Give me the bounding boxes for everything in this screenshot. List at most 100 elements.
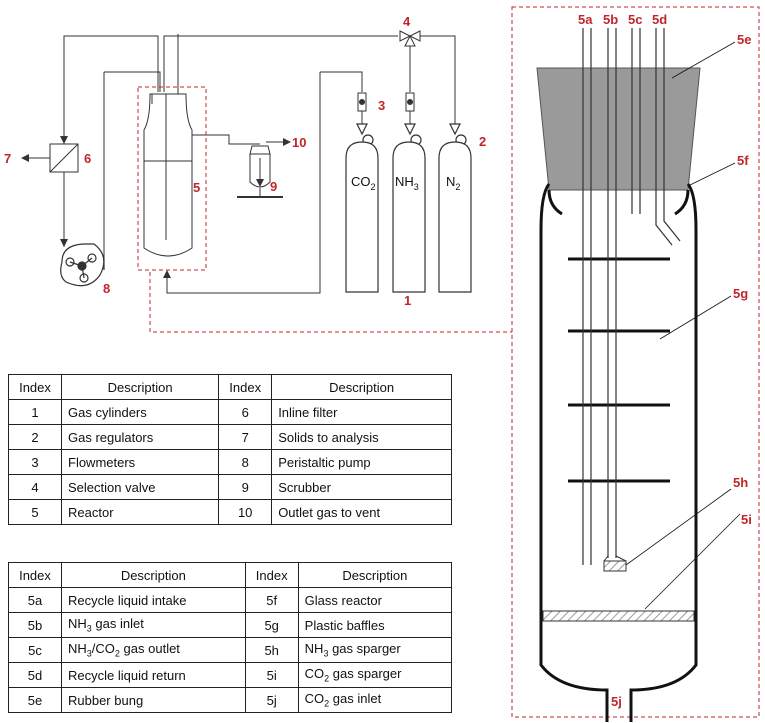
- table-row: 5a Recycle liquid intake 5f Glass reacto…: [8, 587, 453, 613]
- row-index: 5d: [8, 662, 62, 688]
- table-row: 1 Gas cylinders 6 Inline filter: [8, 399, 452, 425]
- row-index: 1: [8, 399, 62, 425]
- row-index: 5e: [8, 687, 62, 713]
- glass-reactor-neck: [547, 189, 690, 216]
- label-5e: 5e: [737, 32, 751, 47]
- table-header-row: Index Description Index Description: [8, 374, 452, 400]
- reactor-small: [137, 86, 207, 271]
- label-8: 8: [103, 281, 110, 296]
- row-index: 10: [218, 499, 273, 525]
- table-row: 4 Selection valve 9 Scrubber: [8, 474, 452, 500]
- row-description: CO2 gas sparger: [297, 662, 453, 688]
- row-description: Gas cylinders: [60, 399, 220, 425]
- row-index: 4: [8, 474, 62, 500]
- label-9: 9: [270, 179, 277, 194]
- header-description: Description: [61, 562, 246, 588]
- label-5i: 5i: [741, 512, 752, 527]
- cylinder-n2-label: N2: [446, 174, 460, 192]
- row-description: Plastic baffles: [297, 612, 453, 638]
- label-5b: 5b: [603, 12, 618, 27]
- header-index: Index: [244, 562, 299, 588]
- row-description: Inline filter: [271, 399, 452, 425]
- label-5a: 5a: [578, 12, 593, 27]
- selection-valve: [399, 30, 421, 47]
- row-description: Recycle liquid return: [61, 662, 246, 688]
- row-description: CO2 gas inlet: [297, 687, 453, 713]
- row-index: 6: [218, 399, 273, 425]
- row-index: 5a: [8, 587, 62, 613]
- legend-table-process: Index Description Index Description 1 Ga…: [8, 374, 452, 525]
- inline-filter: [49, 143, 79, 173]
- row-index: 9: [218, 474, 273, 500]
- table-row: 3 Flowmeters 8 Peristaltic pump: [8, 449, 452, 475]
- row-index: 3: [8, 449, 62, 475]
- row-description: Glass reactor: [297, 587, 453, 613]
- label-6: 6: [84, 151, 91, 166]
- row-index: 5j: [244, 687, 299, 713]
- co2-sparger: [542, 610, 695, 622]
- row-index: 7: [218, 424, 273, 450]
- table-row: 2 Gas regulators 7 Solids to analysis: [8, 424, 452, 450]
- reactor-tubes: [582, 28, 681, 565]
- table-row: 5b NH3 gas inlet 5g Plastic baffles: [8, 612, 453, 638]
- row-index: 5: [8, 499, 62, 525]
- table-row: 5d Recycle liquid return 5i CO2 gas spar…: [8, 662, 453, 688]
- label-4: 4: [403, 14, 411, 29]
- row-description: Selection valve: [60, 474, 220, 500]
- row-index: 5i: [244, 662, 299, 688]
- header-index: Index: [218, 374, 273, 400]
- row-description: NH3 gas inlet: [61, 612, 246, 638]
- row-index: 5g: [244, 612, 299, 638]
- flowmeters: [357, 92, 415, 124]
- nh3-sparger: [603, 560, 627, 572]
- legend-table-reactor: Index Description Index Description 5a R…: [8, 562, 453, 713]
- table-row: 5 Reactor 10 Outlet gas to vent: [8, 499, 452, 525]
- cylinder-nh3-label: NH3: [395, 174, 419, 192]
- leader-lines: [625, 41, 741, 610]
- peristaltic-pump: [60, 243, 105, 287]
- reactor-detail-frame: [511, 6, 760, 718]
- row-index: 5h: [244, 637, 299, 663]
- gas-cylinders: [345, 123, 472, 293]
- label-5d: 5d: [652, 12, 667, 27]
- row-description: Peristaltic pump: [271, 449, 452, 475]
- label-1: 1: [404, 293, 411, 308]
- label-7: 7: [4, 151, 11, 166]
- row-description: Rubber bung: [61, 687, 246, 713]
- label-2: 2: [479, 134, 486, 149]
- row-description: Flowmeters: [60, 449, 220, 475]
- table-row: 5c NH3/CO2 gas outlet 5h NH3 gas sparger: [8, 637, 453, 663]
- label-5g: 5g: [733, 286, 748, 301]
- header-description: Description: [271, 374, 452, 400]
- glass-reactor: [539, 183, 698, 722]
- table-row: 5e Rubber bung 5j CO2 gas inlet: [8, 687, 453, 713]
- row-index: 5f: [244, 587, 299, 613]
- header-description: Description: [297, 562, 453, 588]
- header-index: Index: [8, 374, 62, 400]
- flow-lines: [21, 34, 456, 294]
- plastic-baffles: [568, 257, 670, 483]
- row-description: NH3 gas sparger: [297, 637, 453, 663]
- label-5: 5: [193, 180, 200, 195]
- scrubber: [237, 145, 283, 198]
- row-index: 2: [8, 424, 62, 450]
- row-description: Outlet gas to vent: [271, 499, 452, 525]
- row-description: Reactor: [60, 499, 220, 525]
- row-description: Recycle liquid intake: [61, 587, 246, 613]
- row-index: 5c: [8, 637, 62, 663]
- row-index: 8: [218, 449, 273, 475]
- label-5h: 5h: [733, 475, 748, 490]
- row-description: NH3/CO2 gas outlet: [61, 637, 246, 663]
- label-5j: 5j: [611, 694, 622, 709]
- label-10: 10: [292, 135, 306, 150]
- row-index: 5b: [8, 612, 62, 638]
- header-description: Description: [60, 374, 220, 400]
- row-description: Scrubber: [271, 474, 452, 500]
- label-5c: 5c: [628, 12, 642, 27]
- rubber-bung: [536, 67, 701, 191]
- table-header-row: Index Description Index Description: [8, 562, 453, 588]
- cylinder-co2-label: CO2: [351, 174, 376, 192]
- label-3: 3: [378, 98, 385, 113]
- label-5f: 5f: [737, 153, 749, 168]
